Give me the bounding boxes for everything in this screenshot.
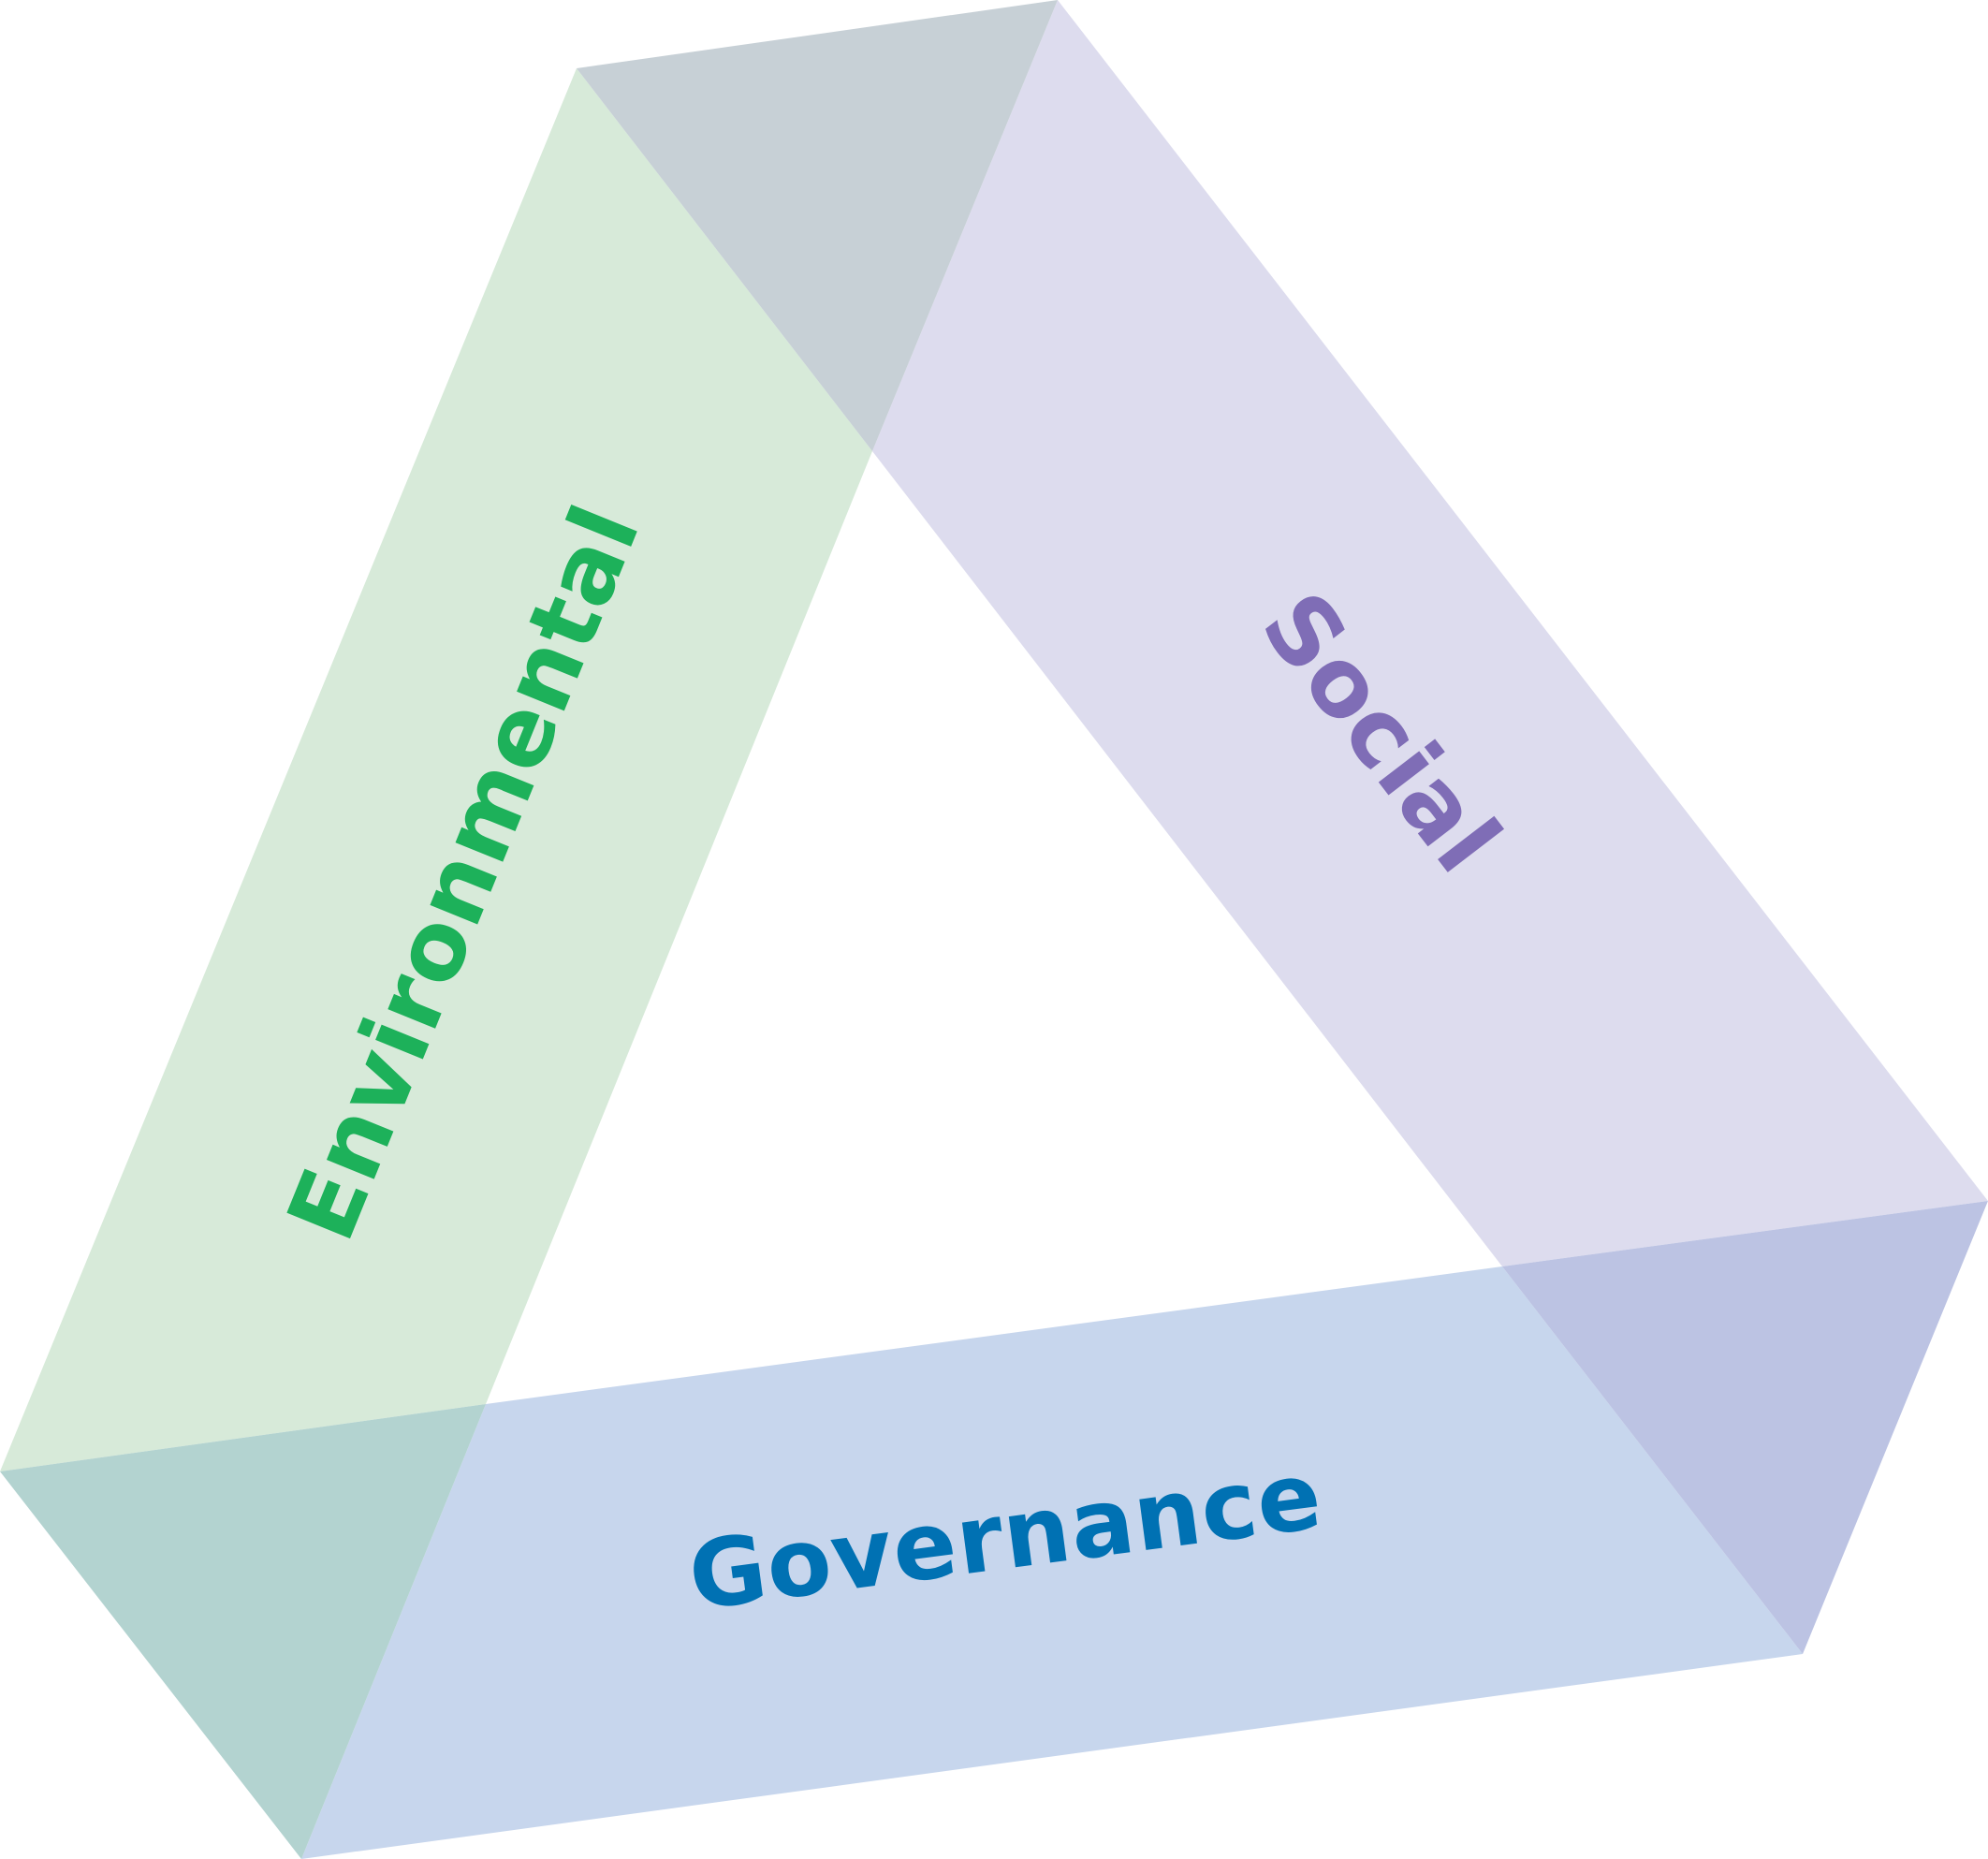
social-band <box>872 0 1988 1266</box>
governance-band <box>301 1266 1803 1859</box>
overlap-environmental-social <box>577 0 1058 451</box>
overlap-social-governance <box>1502 1201 1988 1654</box>
overlap-governance-environmental <box>0 1404 486 1859</box>
environmental-band <box>0 68 872 1471</box>
